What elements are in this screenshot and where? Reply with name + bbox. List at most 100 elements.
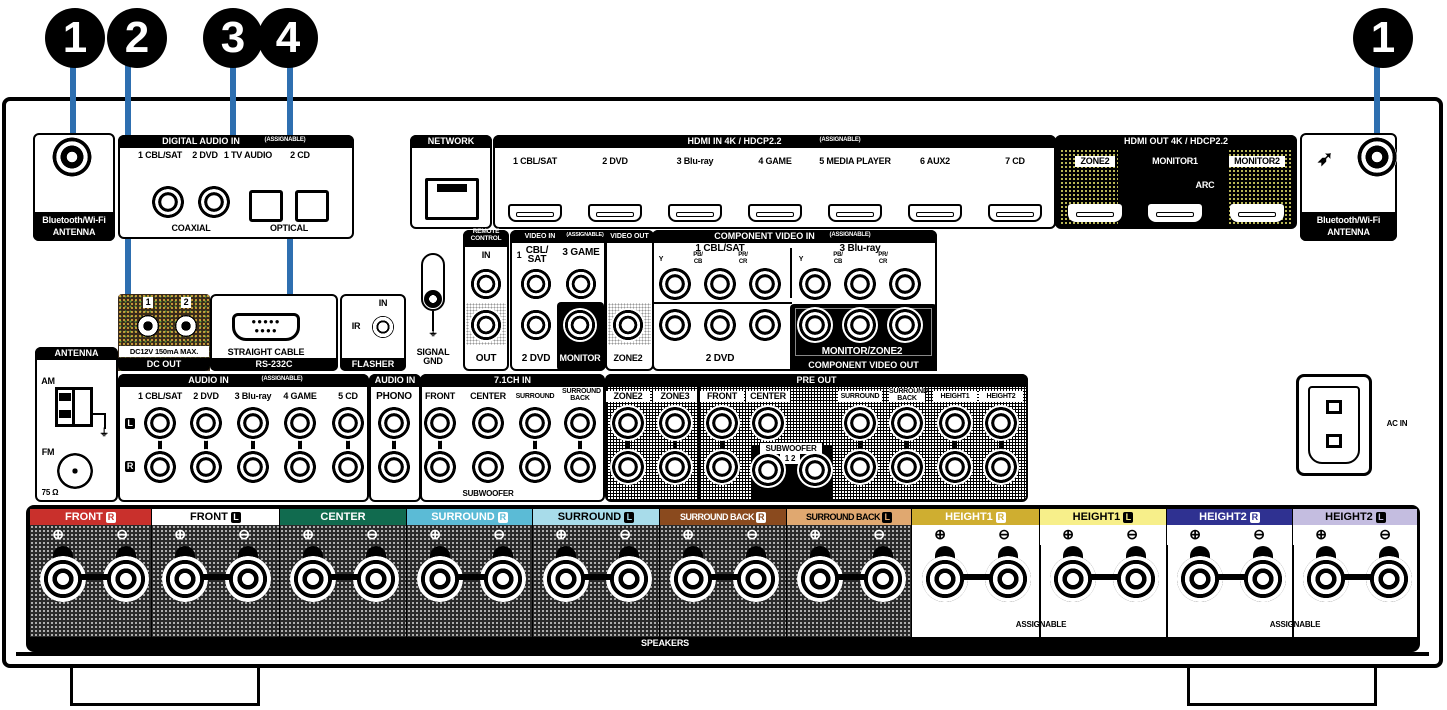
component-in-jack[interactable] bbox=[747, 266, 783, 302]
7-1ch-in-jack[interactable] bbox=[517, 405, 553, 441]
pre-out-jack[interactable] bbox=[937, 449, 973, 485]
7-1ch-in-jack[interactable] bbox=[562, 449, 598, 485]
pre-out-jack[interactable] bbox=[983, 449, 1019, 485]
speaker-binding-post[interactable] bbox=[353, 556, 399, 602]
hdmi-out-port[interactable] bbox=[1068, 204, 1122, 222]
speaker-binding-post[interactable] bbox=[480, 556, 526, 602]
pre-out-jack[interactable] bbox=[750, 405, 786, 441]
phono-jack-r[interactable] bbox=[376, 449, 412, 485]
video-in-jack-1[interactable] bbox=[519, 267, 553, 301]
speaker-binding-post[interactable] bbox=[733, 556, 779, 602]
hdmi-in-port[interactable] bbox=[588, 204, 642, 222]
dc-out-jack[interactable] bbox=[175, 315, 197, 337]
pre-out-jack[interactable] bbox=[610, 449, 646, 485]
jack-pair-link bbox=[858, 430, 862, 460]
pre-out-subwoofer-2-jack[interactable] bbox=[797, 452, 833, 488]
antenna-connector[interactable] bbox=[52, 137, 92, 177]
pre-out-subwoofer-1-jack[interactable] bbox=[750, 452, 786, 488]
pre-out-jack[interactable] bbox=[657, 405, 693, 441]
speaker-binding-post[interactable] bbox=[1050, 556, 1096, 602]
audio-in-jack-r[interactable] bbox=[282, 449, 318, 485]
audio-in-jack-r[interactable] bbox=[142, 449, 178, 485]
video-in-jack-2[interactable] bbox=[519, 308, 553, 342]
pre-out-jack[interactable] bbox=[983, 405, 1019, 441]
speaker-binding-post[interactable] bbox=[1366, 556, 1412, 602]
speaker-binding-post[interactable] bbox=[670, 556, 716, 602]
hdmi-in-port[interactable] bbox=[908, 204, 962, 222]
component-in-jack[interactable] bbox=[887, 266, 923, 302]
audio-in-jack-r[interactable] bbox=[330, 449, 366, 485]
pre-out-jack[interactable] bbox=[657, 449, 693, 485]
audio-in-jack-l[interactable] bbox=[142, 405, 178, 441]
component-out-jack[interactable] bbox=[842, 307, 878, 343]
speaker-channel-side-badge: R bbox=[1249, 511, 1260, 523]
component-out-jack[interactable] bbox=[887, 307, 923, 343]
audio-in-jack-l[interactable] bbox=[282, 405, 318, 441]
component-in-2dvd-jack[interactable] bbox=[657, 307, 693, 343]
component-in-jack[interactable] bbox=[702, 266, 738, 302]
speaker-binding-post[interactable] bbox=[417, 556, 463, 602]
speaker-binding-post[interactable] bbox=[103, 556, 149, 602]
audio-in-jack-r[interactable] bbox=[235, 449, 271, 485]
pre-out-jack[interactable] bbox=[889, 405, 925, 441]
speaker-binding-post[interactable] bbox=[290, 556, 336, 602]
component-in-jack[interactable] bbox=[797, 266, 833, 302]
dc-out-jack[interactable] bbox=[137, 315, 159, 337]
audio-in-jack-l[interactable] bbox=[330, 405, 366, 441]
fm-antenna-jack[interactable] bbox=[57, 453, 93, 489]
speaker-binding-post[interactable] bbox=[1177, 556, 1223, 602]
speaker-binding-post[interactable] bbox=[543, 556, 589, 602]
video-out-monitor-jack[interactable] bbox=[563, 308, 597, 342]
7-1ch-in-jack[interactable] bbox=[422, 449, 458, 485]
coaxial-jack-1[interactable] bbox=[150, 184, 186, 220]
7-1ch-in-jack[interactable] bbox=[517, 449, 553, 485]
hdmi-in-port[interactable] bbox=[748, 204, 802, 222]
speaker-binding-post[interactable] bbox=[162, 556, 208, 602]
7-1ch-in-jack[interactable] bbox=[562, 405, 598, 441]
speaker-binding-post[interactable] bbox=[1303, 556, 1349, 602]
hdmi-in-port[interactable] bbox=[828, 204, 882, 222]
hdmi-in-port[interactable] bbox=[988, 204, 1042, 222]
component-in-jack[interactable] bbox=[657, 266, 693, 302]
pre-out-jack[interactable] bbox=[610, 405, 646, 441]
antenna-connector[interactable] bbox=[1357, 137, 1397, 177]
hdmi-in-port[interactable] bbox=[668, 204, 722, 222]
component-in-jack[interactable] bbox=[842, 266, 878, 302]
speaker-binding-post[interactable] bbox=[922, 556, 968, 602]
pre-out-jack[interactable] bbox=[842, 449, 878, 485]
pre-out-jack[interactable] bbox=[937, 405, 973, 441]
speaker-binding-post[interactable] bbox=[1240, 556, 1286, 602]
speaker-binding-post[interactable] bbox=[1113, 556, 1159, 602]
pre-out-jack[interactable] bbox=[704, 405, 740, 441]
speaker-binding-post[interactable] bbox=[40, 556, 86, 602]
flasher-jack[interactable] bbox=[372, 316, 394, 338]
video-in-jack-3[interactable] bbox=[564, 267, 598, 301]
speaker-binding-post[interactable] bbox=[797, 556, 843, 602]
audio-in-jack-l[interactable] bbox=[235, 405, 271, 441]
hdmi-out-port[interactable] bbox=[1148, 204, 1202, 222]
component-out-jack[interactable] bbox=[797, 307, 833, 343]
7-1ch-in-jack[interactable] bbox=[470, 405, 506, 441]
video-out-zone2-jack[interactable] bbox=[611, 308, 645, 342]
7-1ch-in-jack[interactable] bbox=[422, 405, 458, 441]
speaker-binding-post[interactable] bbox=[860, 556, 906, 602]
pre-out-jack[interactable] bbox=[842, 405, 878, 441]
speaker-binding-post[interactable] bbox=[606, 556, 652, 602]
hdmi-in-port[interactable] bbox=[508, 204, 562, 222]
phono-jack-l[interactable] bbox=[376, 405, 412, 441]
audio-in-jack-r[interactable] bbox=[188, 449, 224, 485]
7-1ch-in-jack[interactable] bbox=[470, 449, 506, 485]
signal-gnd-screw[interactable] bbox=[424, 290, 442, 308]
coaxial-jack-2[interactable] bbox=[196, 184, 232, 220]
speaker-binding-post[interactable] bbox=[225, 556, 271, 602]
remote-in-jack[interactable] bbox=[469, 267, 503, 301]
pre-out-jack[interactable] bbox=[704, 449, 740, 485]
remote-out-jack[interactable] bbox=[469, 308, 503, 342]
hdmi-out-port[interactable] bbox=[1230, 204, 1284, 222]
speaker-binding-post[interactable] bbox=[985, 556, 1031, 602]
component-in-2dvd-jack[interactable] bbox=[702, 307, 738, 343]
component-pb-label: CB bbox=[693, 259, 703, 265]
audio-in-jack-l[interactable] bbox=[188, 405, 224, 441]
pre-out-jack[interactable] bbox=[889, 449, 925, 485]
component-in-2dvd-jack[interactable] bbox=[747, 307, 783, 343]
